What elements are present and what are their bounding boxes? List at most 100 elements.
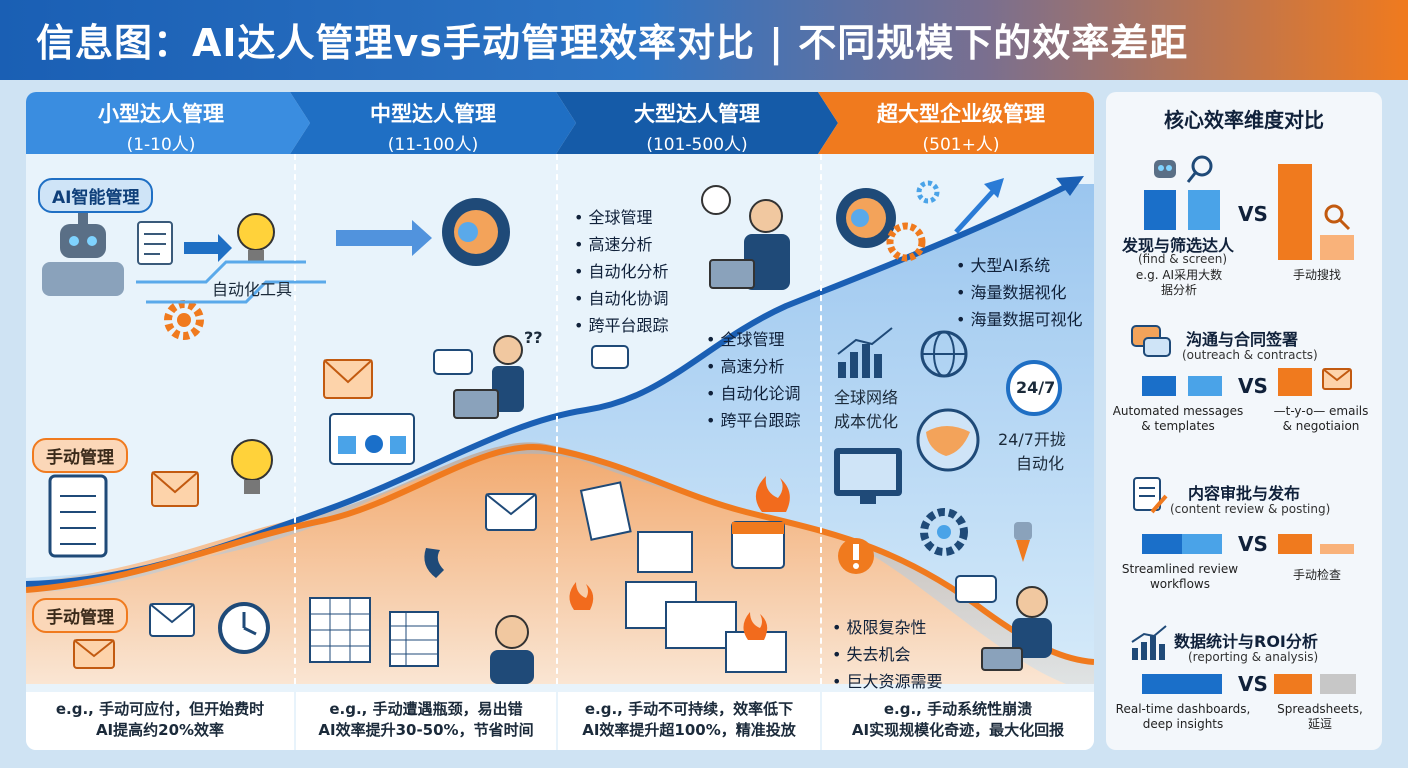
manual-curve [26, 443, 1094, 665]
ai-bar [1142, 674, 1222, 694]
ai-bar-2 [1188, 376, 1222, 396]
background-graphics [26, 92, 1094, 684]
clock-24-icon [1006, 360, 1062, 416]
manual-management-label: 手动管理 [32, 438, 128, 473]
list-item: 全球管理 [574, 204, 669, 231]
panel-title: 核心效率维度对比 [1164, 108, 1324, 132]
chat-icon-col3 [591, 345, 629, 369]
col-head-medium: 中型达人管理 (11-100人) [300, 92, 566, 155]
efficiency-comparison-panel: 核心效率维度对比 VS 发现与筛选达人 (find & screen) e.g.… [1106, 92, 1382, 750]
manual-caption: Spreadsheets, 延逗 [1277, 702, 1363, 731]
dim-title: 内容审批与发布 [1188, 484, 1301, 503]
manual-management-label-2: 手动管理 [32, 598, 128, 633]
list-item: 自动化协调 [574, 285, 669, 312]
footer-line-2: AI效率提升超100%，精准投放 [582, 721, 796, 739]
manual-bar-2 [1320, 544, 1354, 554]
circuit-lines [136, 260, 326, 304]
col-head-bg-2 [290, 92, 576, 154]
arrows-flow-icon [336, 220, 432, 256]
manual-bar [1278, 368, 1312, 396]
col3-mid-feature-list: 全球管理 高速分析 自动化论调 跨平台跟踪 [706, 326, 801, 434]
automation-label: 自动化 [1016, 454, 1065, 473]
chat-bubble-icon [433, 349, 473, 375]
network-globe-icon [916, 408, 980, 472]
document-edit-icon [1133, 477, 1168, 514]
chat-bubbles-icon [1131, 325, 1171, 357]
global-network-label: 全球网络 [834, 388, 899, 407]
manual-caption: —t-y-o— emails & negotiaion [1273, 404, 1369, 433]
footer-line-1: e.g., 手动系统性崩溃 [883, 700, 1033, 718]
magnifier-icon [1324, 204, 1351, 231]
col-head-enterprise: 超大型企业级管理 (501+人) [828, 92, 1094, 155]
list-item: 跨平台跟踪 [574, 312, 669, 339]
globe-icon [920, 330, 968, 378]
ai-wave [26, 184, 1094, 684]
col-range: (101-500人) [646, 135, 748, 155]
col-range: (501+人) [922, 135, 1000, 155]
manual-bar [1278, 164, 1312, 260]
vs-label: VS [1238, 532, 1268, 556]
warning-icon [838, 538, 874, 574]
arrow-icon [184, 234, 232, 262]
footer-line-1: e.g., 手动可应付，但开始费时 [55, 700, 265, 718]
col-range: (11-100人) [387, 135, 479, 155]
footer-line-1: e.g., 手动遭遇瓶颈，易出错 [329, 700, 523, 718]
dim-title: 沟通与合同签署 [1186, 330, 1299, 349]
column-divider [820, 154, 822, 684]
title-bar: 信息图：AI达人管理vs手动管理效率对比 | 不同规模下的效率差距 [0, 0, 1408, 80]
cost-optimization-label: 成本优化 [834, 412, 899, 431]
footer-small: e.g., 手动可应付，但开始费时 AI提高约20%效率 [26, 692, 294, 750]
list-item: 极限复杂性 [832, 614, 943, 641]
manual-bar [1278, 534, 1312, 554]
ai-bar [1142, 376, 1176, 396]
presenter-person-icon [709, 199, 790, 290]
main-panel: 小型达人管理 (1-10人) 中型达人管理 (11-100人) 大型达人管理 (… [26, 92, 1094, 750]
ai-caption: Streamlined review workflows [1121, 562, 1239, 591]
worried-woman-icon [981, 586, 1052, 671]
col-head-bg-1 [26, 92, 310, 154]
ai-curve-arrowhead [1056, 176, 1084, 196]
col4-manual-problem-list: 极限复杂性 失去机会 巨大资源需要 [832, 614, 943, 695]
clock-24-open-label: 24/7开拢 [998, 430, 1066, 449]
robot-small-icon [1014, 522, 1032, 562]
list-item: 自动化论调 [706, 380, 801, 407]
manual-caption: 手动检查 [1292, 568, 1341, 582]
lightbulb-manual-icon [231, 439, 273, 494]
ai-bar [1142, 534, 1182, 554]
col-range: (1-10人) [126, 135, 196, 155]
vs-label: VS [1238, 202, 1268, 226]
smiley-icon [701, 185, 731, 215]
col-head-bg-4 [818, 92, 1094, 154]
lightbulb-icon [237, 213, 275, 262]
footer-large: e.g., 手动不可持续，效率低下 AI效率提升超100%，精准投放 [558, 692, 820, 750]
col-head-bg-3 [556, 92, 838, 154]
manual-wave [26, 442, 1094, 684]
footer-line-2: AI实现规模化奇迹，最大化回报 [851, 721, 1065, 739]
list-item: 巨大资源需要 [832, 668, 943, 695]
question-marks: ?? [524, 328, 543, 347]
growth-arrow-icon [954, 186, 998, 234]
gear-icon [164, 300, 204, 340]
ai-caption: e.g. AI采用大数 据分析 [1135, 268, 1223, 297]
ai-caption: Real-time dashboards, deep insights [1115, 702, 1251, 731]
col-title: 小型达人管理 [98, 102, 224, 126]
clock-24-label: 24/7 [1016, 378, 1056, 397]
envelope-manual-icon [485, 493, 537, 531]
dim-sub: (content review & posting) [1170, 502, 1331, 516]
ai-bar [1144, 190, 1176, 230]
email-icon-2 [149, 603, 195, 637]
footer-line-2: AI提高约20%效率 [95, 721, 225, 739]
dim-sub: (reporting & analysis) [1188, 650, 1319, 664]
auto-tool-label: 自动化工具 [212, 280, 293, 299]
footer-enterprise: e.g., 手动系统性崩溃 AI实现规模化奇迹，最大化回报 [822, 692, 1094, 750]
envelope-small-icon [1322, 368, 1352, 390]
footer-line-1: e.g., 手动不可持续，效率低下 [584, 700, 794, 718]
list-item: 全球管理 [706, 326, 801, 353]
list-item: 海量数据视化 [956, 279, 1083, 306]
ai-bar-2 [1182, 534, 1222, 554]
ai-caption: Automated messages & templates [1112, 404, 1244, 433]
brain-gear-icon-2 [836, 188, 926, 262]
vs-label: VS [1238, 374, 1268, 398]
manual-bar [1274, 674, 1312, 694]
phone-icon [424, 548, 444, 578]
